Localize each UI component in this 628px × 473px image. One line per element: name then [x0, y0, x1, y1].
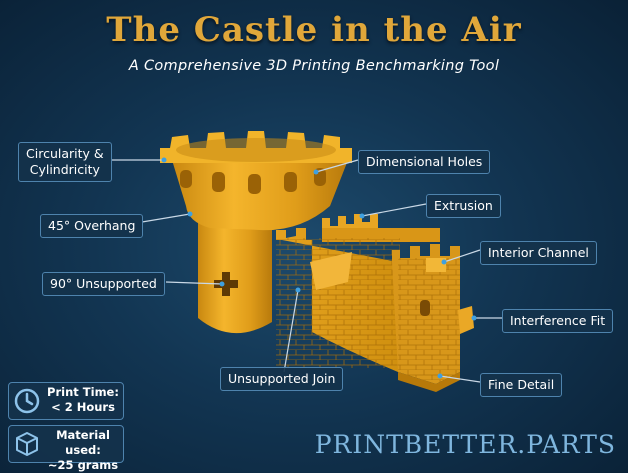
callout-circularity-line1: Circularity &: [26, 146, 104, 161]
callout-unsupported-join: Unsupported Join: [220, 367, 344, 391]
callout-dimensional-holes: Dimensional Holes: [358, 150, 491, 174]
callout-fine-detail: Fine Detail: [480, 373, 563, 397]
material-text: Material used: ~25 grams: [45, 428, 121, 473]
callout-circularity-line2: Cylindricity: [29, 162, 100, 177]
brand-url: PRINTBETTER.PARTS: [314, 430, 616, 459]
callout-90-unsupported: 90° Unsupported: [42, 272, 165, 296]
callout-interference-fit: Interference Fit: [502, 309, 614, 333]
page-subtitle: A Comprehensive 3D Printing Benchmarking…: [128, 58, 500, 74]
callout-45-overhang: 45° Overhang: [40, 214, 144, 238]
callout-circularity: Circularity & Cylindricity: [18, 142, 112, 182]
material-value: ~25 grams: [47, 458, 119, 472]
callout-extrusion: Extrusion: [426, 194, 501, 218]
clock-icon: [14, 388, 40, 414]
print-time-text: Print Time: < 2 Hours: [45, 385, 121, 415]
print-time-label: Print Time:: [47, 385, 119, 399]
material-label: Material used:: [56, 428, 110, 457]
print-time-value: < 2 Hours: [51, 400, 115, 414]
page-title: The Castle in the Air: [106, 10, 522, 50]
cube-icon: [16, 432, 38, 456]
callout-interior-channel: Interior Channel: [480, 241, 597, 265]
material-panel: Material used: ~25 grams: [8, 425, 124, 472]
print-time-panel: Print Time: < 2 Hours: [8, 382, 124, 420]
